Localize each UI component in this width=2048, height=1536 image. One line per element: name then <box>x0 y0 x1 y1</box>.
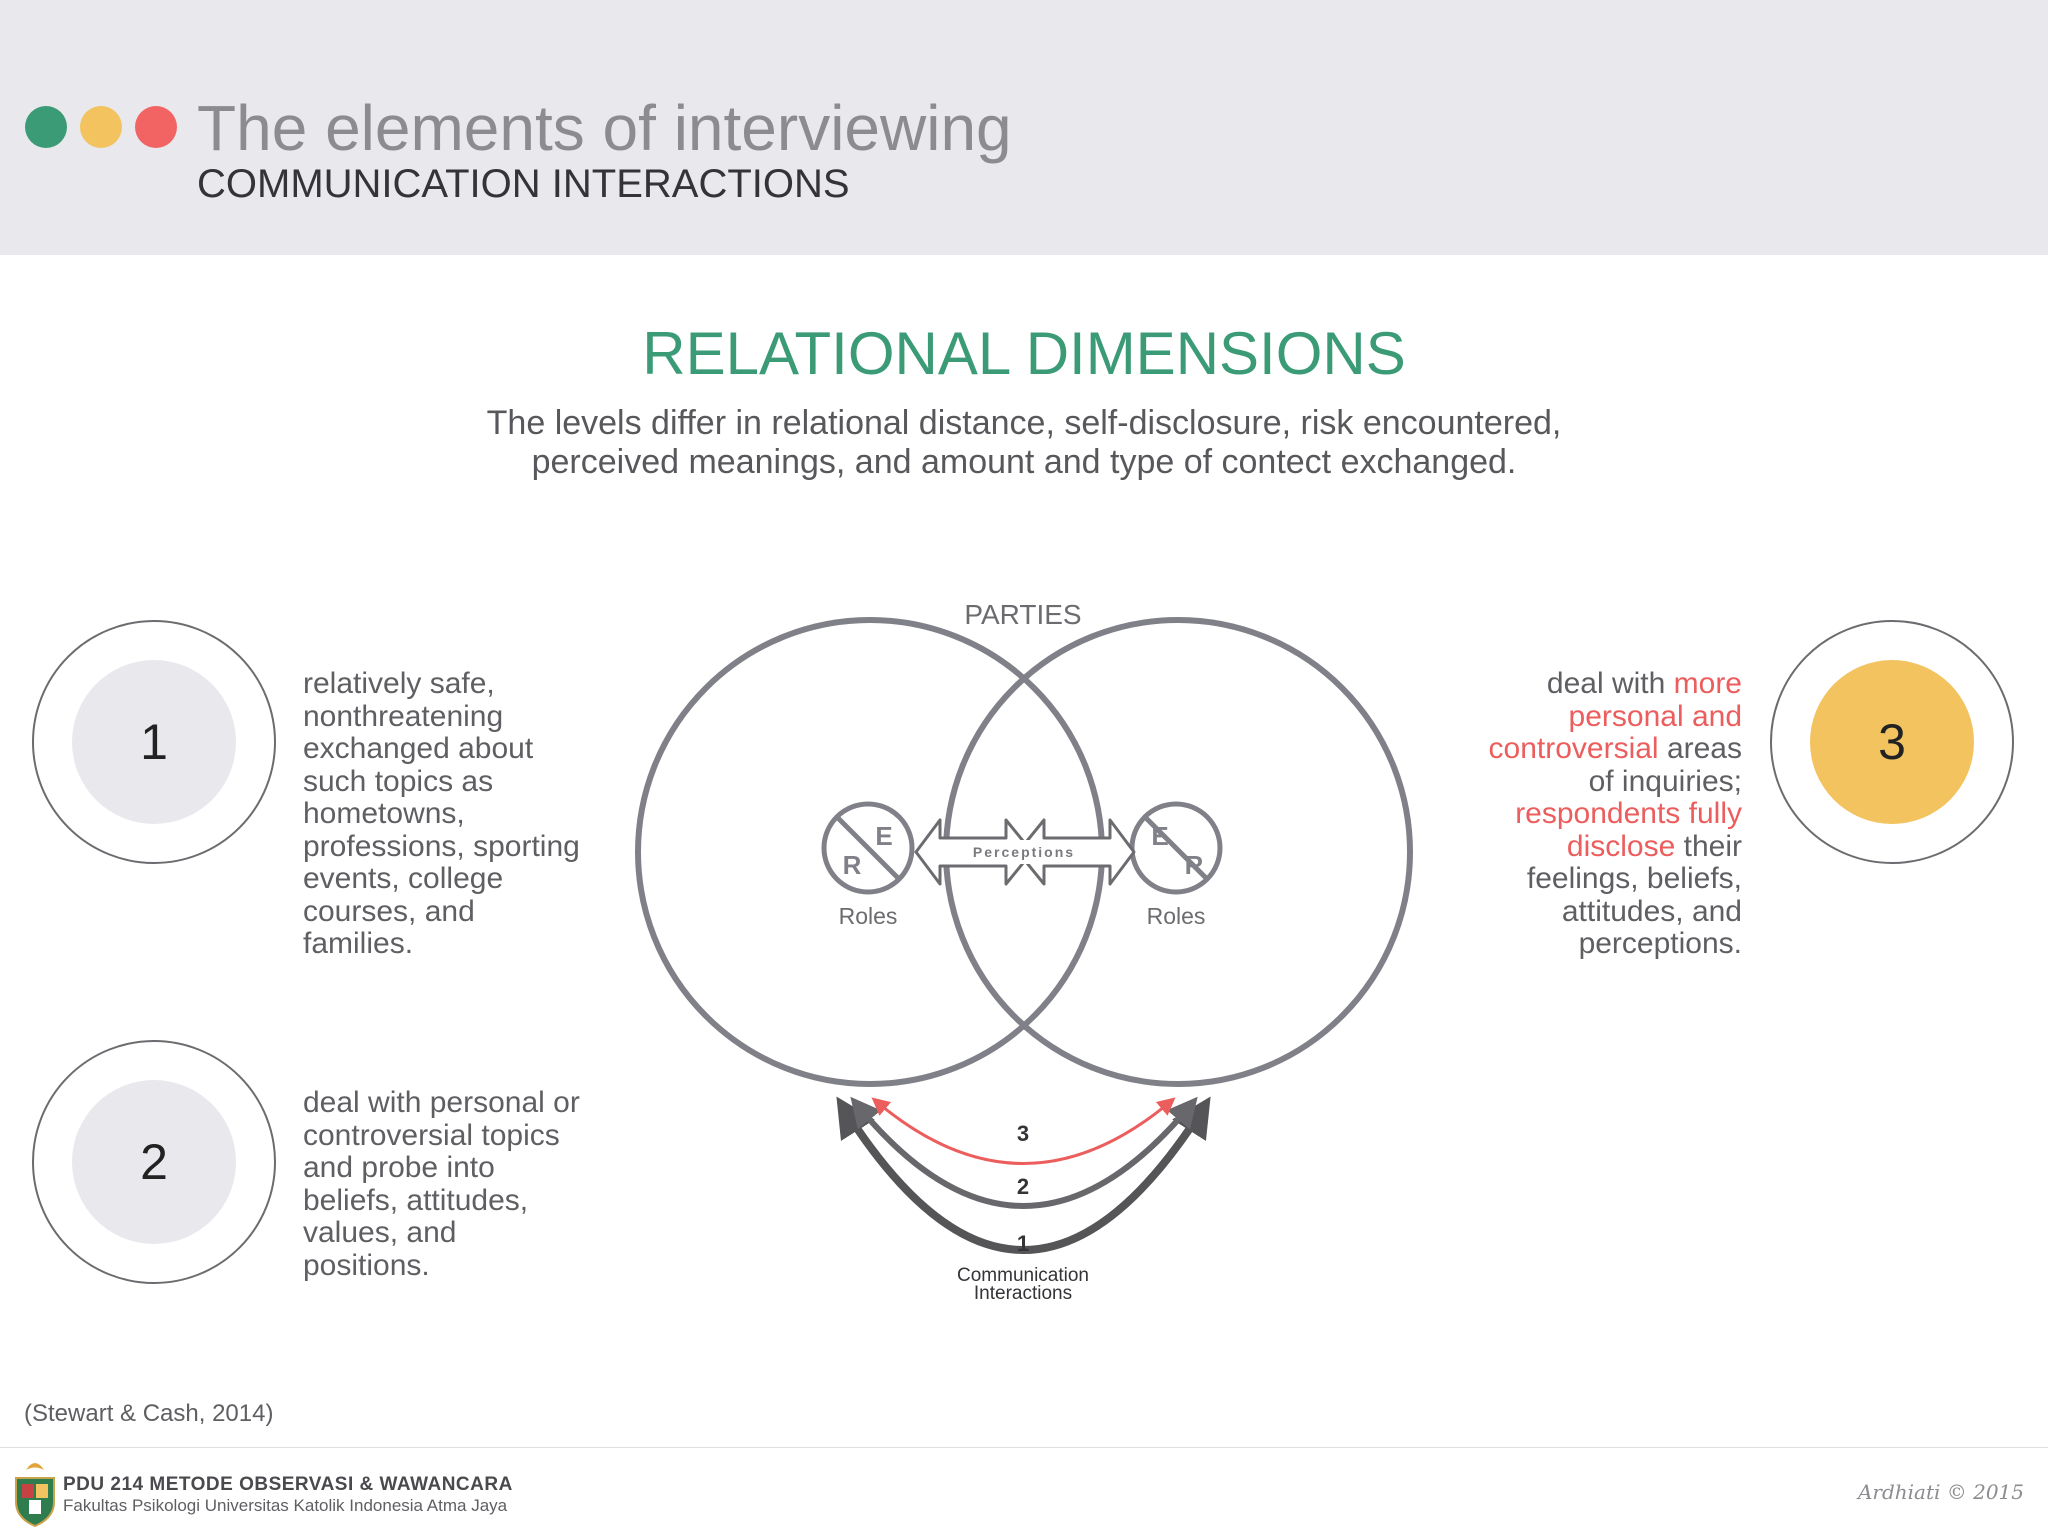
level-1-line: hometowns, <box>303 797 465 830</box>
arc-level-2 <box>850 1096 1198 1209</box>
level-1-line: families. <box>303 927 414 960</box>
arc-level-3 <box>871 1097 1176 1165</box>
parties-diagram: PARTIES E R Roles E R Roles Perceptions … <box>635 599 1413 1304</box>
level-1-line: such topics as <box>303 764 494 798</box>
level-2-line: and probe into <box>303 1151 495 1184</box>
intro-line-2: perceived meanings, and amount and type … <box>531 443 1517 481</box>
level-3-line: respondents fully <box>1489 797 1742 831</box>
arc-label-3: 3 <box>1017 1121 1029 1146</box>
red-dot-icon <box>135 106 177 148</box>
role-left-letter-e: E <box>875 821 892 851</box>
level-1-line: professions, sporting <box>303 829 580 863</box>
perceptions-label-bg <box>950 840 1098 864</box>
comm-label-line-2: Interactions <box>974 1283 1072 1304</box>
level-3-line: disclose their <box>1489 829 1742 864</box>
level-1-badge: 1 <box>32 620 276 864</box>
author-signature: Ardhiati © 2015 <box>1857 1480 2024 1504</box>
level-1-line: exchanged about <box>303 732 534 765</box>
role-right-letter-e: E <box>1151 821 1168 851</box>
plain-text: attitudes, and <box>1561 894 1742 928</box>
level-3-line: perceptions. <box>1489 927 1742 961</box>
course-title: PDU 214 METODE OBSERVASI & WAWANCARA <box>63 1474 513 1495</box>
level-3-number: 3 <box>1810 660 1974 824</box>
section-title: RELATIONAL DIMENSIONS <box>642 320 1406 387</box>
level-3-line: deal with more <box>1489 667 1742 701</box>
role-right-letter-r: R <box>1185 850 1204 880</box>
highlighted-text: respondents fully <box>1515 797 1742 830</box>
plain-text: of inquiries; <box>1588 764 1742 798</box>
university-crest-icon <box>15 1463 55 1528</box>
faculty-name: Fakultas Psikologi Universitas Katolik I… <box>63 1496 508 1515</box>
level-2-line: controversial topics <box>303 1118 560 1152</box>
footer-divider <box>0 1447 2048 1448</box>
level-2-line: positions. <box>303 1248 430 1282</box>
level-2-line: deal with personal or <box>303 1086 580 1119</box>
role-right-icon: E R <box>1129 801 1223 895</box>
highlighted-text: more <box>1673 667 1742 700</box>
level-1-line: events, college <box>303 862 504 895</box>
green-dot-icon <box>25 106 67 148</box>
header-band: The elements of interviewing COMMUNICATI… <box>0 0 2048 255</box>
plain-text: areas <box>1658 732 1742 765</box>
parties-label: PARTIES <box>964 599 1081 630</box>
plain-text: deal with <box>1546 667 1674 700</box>
roles-right-label: Roles <box>1147 903 1206 929</box>
level-3-line: of inquiries; <box>1489 764 1742 799</box>
highlighted-text: personal and <box>1568 699 1742 733</box>
level-2-number: 2 <box>72 1080 236 1244</box>
level-2-line: beliefs, attitudes, <box>303 1183 529 1217</box>
level-2-badge: 2 <box>32 1040 276 1284</box>
role-left-icon: E R <box>821 801 915 895</box>
intro-line-1: The levels differ in relational distance… <box>486 404 1562 442</box>
highlighted-text: controversial <box>1488 732 1659 765</box>
level-3-badge: 3 <box>1770 620 2014 864</box>
level-3-line: personal and <box>1489 699 1742 734</box>
plain-text: their <box>1675 829 1742 863</box>
level-3-line: feelings, beliefs, <box>1489 862 1742 896</box>
level-3-line: attitudes, and <box>1489 894 1742 929</box>
slide-title: The elements of interviewing <box>197 92 1012 164</box>
slide-subtitle: COMMUNICATION INTERACTIONS <box>197 162 850 206</box>
plain-text: feelings, beliefs, <box>1526 862 1742 895</box>
level-2-line: values, and <box>303 1216 457 1249</box>
citation: (Stewart & Cash, 2014) <box>24 1400 274 1427</box>
arc-label-2: 2 <box>1017 1174 1029 1199</box>
role-left-letter-r: R <box>843 850 862 880</box>
intro-text: The levels differ in relational distance… <box>224 404 1824 482</box>
arc-label-1: 1 <box>1017 1231 1029 1256</box>
level-1-line: courses, and <box>303 894 475 928</box>
perceptions-label: Perceptions <box>973 844 1075 860</box>
level-1-line: nonthreatening <box>303 699 504 733</box>
comm-label-line-1: Communication <box>957 1265 1089 1286</box>
level-1-line: relatively safe, <box>303 667 495 700</box>
level-3-line: controversial areas <box>1488 732 1742 766</box>
level-1-number: 1 <box>72 660 236 824</box>
plain-text: perceptions. <box>1578 927 1742 960</box>
yellow-dot-icon <box>80 106 122 148</box>
arc-level-1 <box>836 1096 1211 1254</box>
highlighted-text: disclose <box>1566 829 1676 863</box>
roles-left-label: Roles <box>839 903 898 929</box>
